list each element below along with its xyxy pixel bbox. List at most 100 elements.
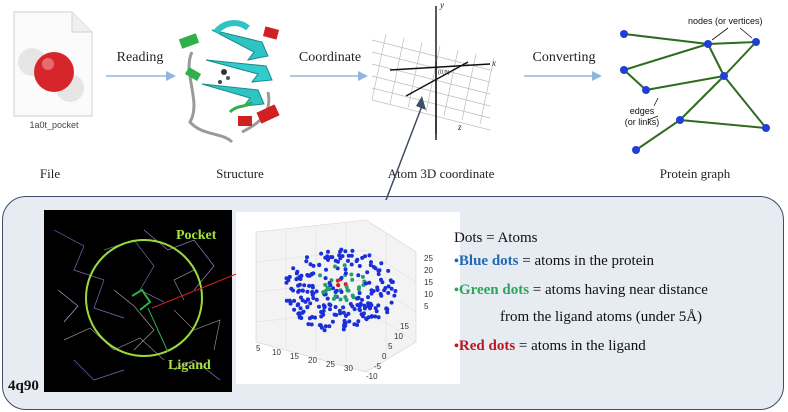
atom-dot [305,273,310,277]
caption-structure: Structure [216,166,264,181]
atom-dot [287,274,292,279]
atom-dot [319,314,324,319]
atom-dot [352,307,357,312]
atom-dot [356,287,361,292]
arrow-label-coordinate: Coordinate [298,50,362,65]
atom-dot [346,288,351,293]
graph-node [620,66,628,74]
legend-item-green: •Green dots = atoms having near distance… [454,282,708,326]
atom-dot [358,302,363,307]
tick: -10 [366,372,378,381]
atom-dot [384,306,389,311]
legend-title: Dots = Atoms [454,230,538,246]
atom-dot [314,297,319,302]
tick: 15 [400,322,409,331]
atom-dot [302,283,307,288]
atom-dot [336,283,341,288]
atom-dot [365,270,370,275]
atom-dot [298,306,303,311]
atom-dot [343,271,348,276]
atom-dot [369,303,374,308]
z-axis [405,61,469,97]
atom-dot [325,285,330,290]
atom-dot [341,310,346,315]
atom-dot [297,274,302,279]
atom-dot [334,288,339,293]
caption-file: File [39,166,61,181]
legend-item-red: •Red dots = atoms in the ligand [454,338,708,355]
arrow-reading [106,71,176,81]
atom-dot [309,322,314,327]
atom-dot [341,327,346,332]
atom-dot [289,286,294,291]
atom-dot [331,286,336,291]
tick: 20 [308,356,317,365]
atom-dot [294,271,299,276]
legend-text: = atoms having near distance [529,282,708,298]
graph-node [676,116,684,124]
graph-node [632,146,640,154]
atom-dot [349,272,354,277]
atom-dot [376,315,381,320]
atom-dot [326,249,330,254]
atom-dot [386,268,391,273]
atom-dot [317,304,321,309]
atom-dot [375,288,380,292]
legend-text-cont: from the ligand atoms (under 5Å) [500,309,703,325]
atom-dot [374,309,379,314]
atom-dot [328,283,333,288]
atom-dot [319,310,324,314]
atom-dot [373,306,378,311]
y-axis-label: y [440,0,444,10]
legend: Dots = Atoms •Blue dots = atoms in the p… [454,230,708,355]
atom-dot [323,289,328,294]
tick: 0 [382,352,387,361]
z-axis-label: z [458,122,462,132]
tick: 25 [326,360,335,369]
atom-dot [318,273,322,278]
atom-dot [385,310,390,315]
atom-dot [376,303,381,308]
atom-dot [383,286,388,290]
atom-dot [305,304,310,309]
atom-dot [356,319,361,324]
atom-dot [308,301,313,306]
atom-dot [393,289,398,293]
atom-dot [392,293,397,298]
atom-dot [347,319,352,324]
atom-dot [350,248,355,253]
atom-dot [310,292,315,297]
atom-dot [389,300,394,305]
arrow-label-converting: Converting [532,50,596,65]
atom-dot [307,283,312,288]
atom-dot [327,324,332,329]
ligand-label: Ligand [168,358,211,373]
atom-dot [356,273,361,278]
atom-dot [323,324,328,329]
atom-dot [367,280,372,285]
atom-dot [296,311,301,316]
atom-dot [349,253,354,258]
atom-dot [339,275,344,280]
atom-dot [369,314,374,319]
atom-dot [354,259,359,264]
atom-dot [308,262,313,267]
atom-dot [322,305,327,310]
atom-dot [291,266,296,271]
atom-dot [343,321,348,325]
graph-node [620,30,628,38]
atom-dot [288,300,293,305]
molecule-image [44,210,232,392]
file-name: 1a0t_pocket [29,120,79,130]
atom-dot [324,267,328,272]
atom-dot [299,295,303,300]
atom-dot [326,257,330,262]
file-icon [13,11,93,117]
atom-dot [319,251,324,256]
tick: -5 [374,362,382,371]
atom-dot [349,262,354,267]
atom-dot [346,311,351,316]
atom-dot [346,258,350,263]
atom-dot [303,299,308,304]
caption-protein-graph: Protein graph [659,166,731,181]
